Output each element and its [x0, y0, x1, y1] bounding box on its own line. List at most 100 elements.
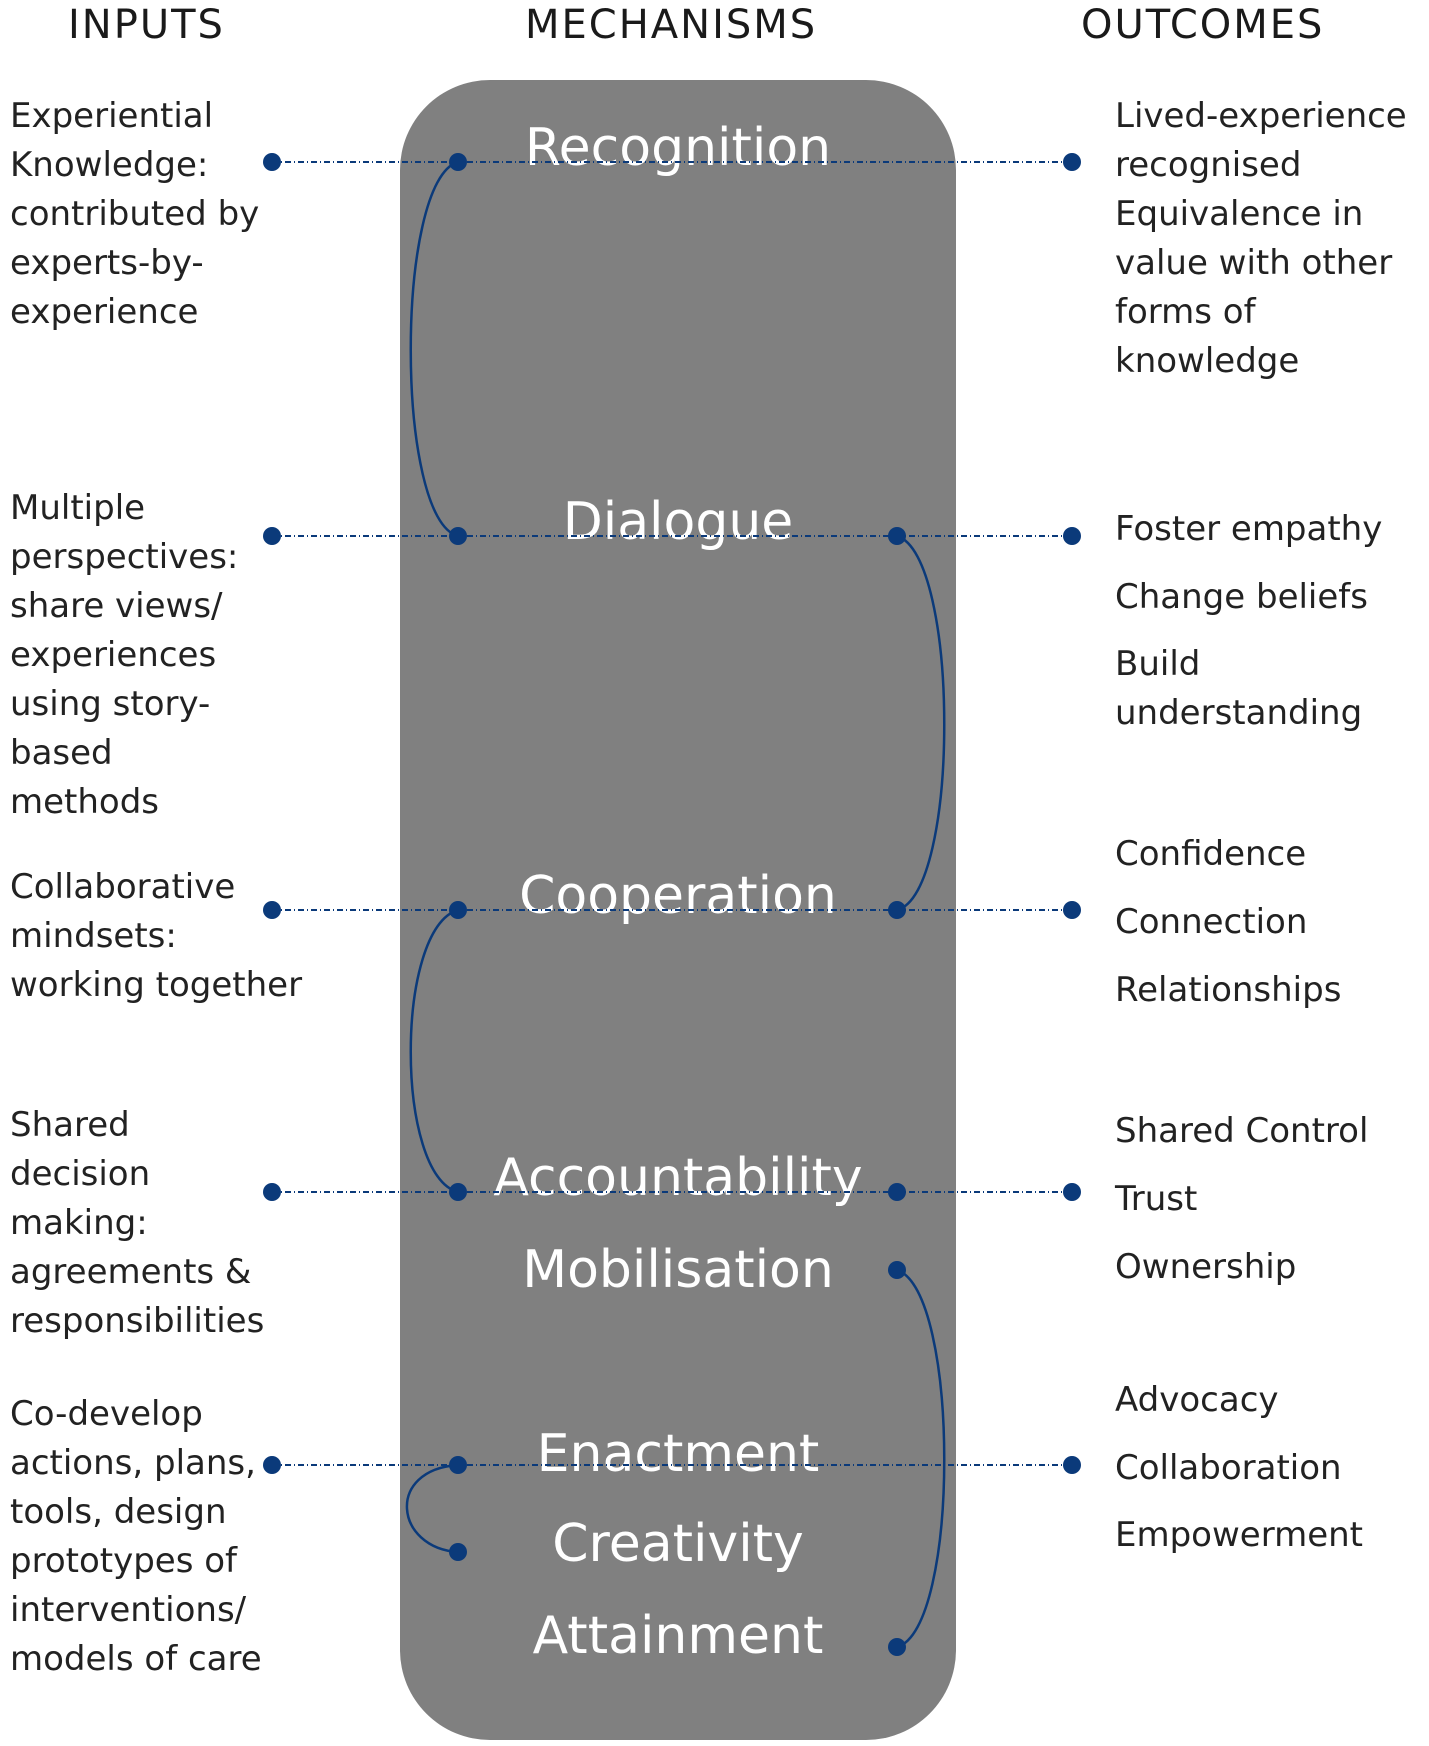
input-dot — [263, 1183, 281, 1201]
mechanisms-header: MECHANISMS — [525, 2, 818, 48]
outcome-build-understanding: Build understanding — [1115, 640, 1362, 738]
outcome-line: Collaboration — [1115, 1448, 1342, 1488]
inputs-header: INPUTS — [68, 2, 225, 48]
arc-enactment-creativity — [405, 1463, 459, 1554]
input-line: mindsets: — [10, 916, 177, 956]
mechanism-mobilisation: Mobilisation — [522, 1240, 834, 1300]
outcome-shared-control: Shared Control — [1115, 1107, 1368, 1156]
outcome-line: Advocacy — [1115, 1380, 1279, 1420]
input-line: working together — [10, 965, 303, 1005]
outcome-empowerment: Empowerment — [1115, 1511, 1363, 1560]
input-line: Co-develop — [10, 1394, 203, 1434]
outcome-relationships: Relationships — [1115, 966, 1341, 1015]
outcome-line: Connection — [1115, 902, 1308, 942]
input-line: using story- — [10, 684, 211, 724]
outcome-connection: Connection — [1115, 898, 1307, 947]
outcome-dot — [1063, 1183, 1081, 1201]
outcome-line: Equivalence in — [1115, 194, 1364, 234]
outcome-dot — [1063, 527, 1081, 545]
input-line: agreements & — [10, 1252, 252, 1292]
mechanism-attainment: Attainment — [532, 1606, 824, 1666]
mechanism-dot — [449, 1543, 467, 1561]
outcome-lived-experience: Lived-experience recognised Equivalence … — [1115, 92, 1407, 386]
input-multiple-perspectives: Multiple perspectives: share views/ expe… — [10, 484, 238, 827]
outcome-change-beliefs: Change beliefs — [1115, 573, 1368, 622]
input-line: models of care — [10, 1639, 262, 1679]
outcome-line: Empowerment — [1115, 1515, 1364, 1555]
input-line: methods — [10, 782, 160, 822]
outcome-dot — [1063, 1456, 1081, 1474]
arc-recognition-dialogue — [409, 160, 459, 538]
mechanism-dot — [888, 901, 906, 919]
input-line: tools, design — [10, 1492, 227, 1532]
outcome-line: Ownership — [1115, 1247, 1297, 1287]
outcome-line: Lived-experience — [1115, 96, 1407, 136]
outcome-line: understanding — [1115, 693, 1363, 733]
input-shared-decision-making: Shared decision making: agreements & res… — [10, 1101, 264, 1346]
mechanism-dot — [449, 1456, 467, 1474]
mechanism-dot — [449, 153, 467, 171]
outcome-dot — [1063, 153, 1081, 171]
input-line: perspectives: — [10, 537, 239, 577]
outcome-ownership: Ownership — [1115, 1243, 1296, 1292]
outcome-line: Shared Control — [1115, 1111, 1369, 1151]
outcome-advocacy: Advocacy — [1115, 1376, 1279, 1425]
mechanism-accountability: Accountability — [493, 1148, 863, 1208]
input-line: interventions/ — [10, 1590, 247, 1630]
input-dot — [263, 1456, 281, 1474]
input-line: responsibilities — [10, 1301, 265, 1341]
input-line: experiences — [10, 635, 217, 675]
input-line: actions, plans, — [10, 1443, 256, 1483]
input-dot — [263, 153, 281, 171]
arc-cooperation-accountability — [409, 908, 459, 1194]
input-collaborative-mindsets: Collaborative mindsets: working together — [10, 863, 302, 1010]
mechanism-enactment: Enactment — [536, 1424, 820, 1484]
input-line: making: — [10, 1203, 148, 1243]
input-line: Experiential — [10, 96, 214, 136]
outcomes-header: OUTCOMES — [1081, 2, 1325, 48]
input-line: share views/ — [10, 586, 223, 626]
mechanism-cooperation: Cooperation — [519, 866, 837, 926]
mechanism-recognition: Recognition — [524, 118, 832, 178]
mechanism-dot — [888, 1183, 906, 1201]
outcome-trust: Trust — [1115, 1175, 1197, 1224]
outcome-dot — [1063, 901, 1081, 919]
outcome-line: recognised — [1115, 145, 1302, 185]
input-line: decision — [10, 1154, 151, 1194]
mechanism-dot — [449, 1183, 467, 1201]
outcome-line: Trust — [1115, 1179, 1198, 1219]
outcome-line: value with other — [1115, 243, 1393, 283]
input-line: contributed by — [10, 194, 260, 234]
outcome-line: forms of — [1115, 292, 1256, 332]
mechanism-dot — [888, 1261, 906, 1279]
mechanism-dialogue: Dialogue — [562, 492, 794, 552]
input-experiential-knowledge: Experiential Knowledge: contributed by e… — [10, 92, 259, 337]
input-dot — [263, 527, 281, 545]
input-line: Knowledge: — [10, 145, 209, 185]
outcome-foster-empathy: Foster empathy — [1115, 505, 1382, 554]
mechanism-dot — [449, 901, 467, 919]
input-line: experts-by- — [10, 243, 204, 283]
input-line: Multiple — [10, 488, 146, 528]
input-line: Collaborative — [10, 867, 236, 907]
outcome-line: Foster empathy — [1115, 509, 1383, 549]
input-dot — [263, 901, 281, 919]
mechanism-dot — [888, 1638, 906, 1656]
input-line: prototypes of — [10, 1541, 237, 1581]
mechanism-dot — [449, 527, 467, 545]
arc-mobilisation-attainment — [896, 1268, 946, 1649]
outcome-line: knowledge — [1115, 341, 1300, 381]
input-line: Shared — [10, 1105, 130, 1145]
input-line: based — [10, 733, 113, 773]
outcome-line: Relationships — [1115, 970, 1342, 1010]
arc-dialogue-cooperation — [896, 534, 946, 912]
outcome-confidence: Confidence — [1115, 830, 1306, 879]
outcome-line: Confidence — [1115, 834, 1307, 874]
outcome-line: Build — [1115, 644, 1201, 684]
outcome-line: Change beliefs — [1115, 577, 1368, 617]
input-co-develop: Co-develop actions, plans, tools, design… — [10, 1390, 262, 1684]
mechanism-dot — [888, 527, 906, 545]
outcome-collaboration: Collaboration — [1115, 1444, 1342, 1493]
input-line: experience — [10, 292, 199, 332]
